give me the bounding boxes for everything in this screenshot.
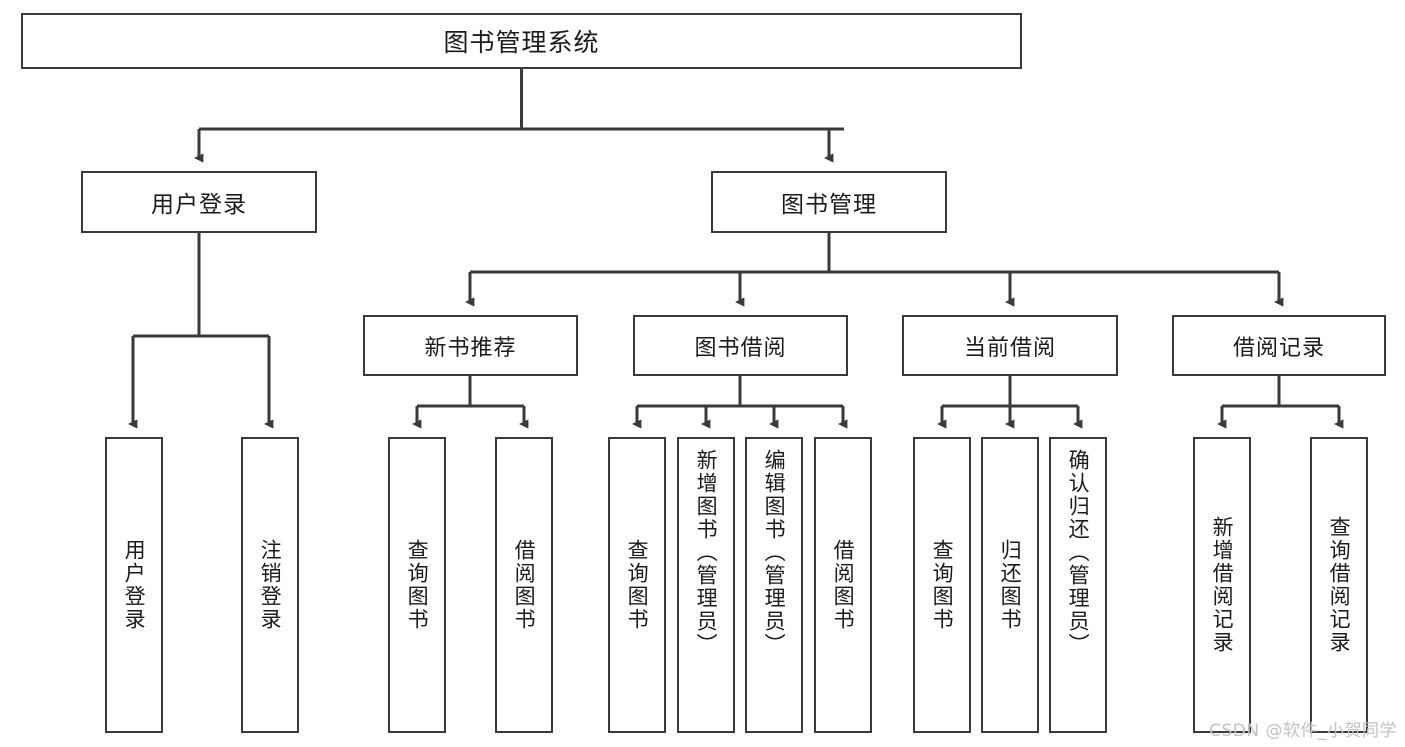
node-label: 查询图书	[930, 539, 955, 631]
leaf-recommend-borrow-book[interactable]: 借阅图书	[495, 437, 553, 733]
node-current-borrow[interactable]: 当前借阅	[902, 315, 1118, 376]
node-label: 图书借阅	[694, 335, 787, 361]
node-label: 图书管理系统	[443, 28, 600, 57]
node-label: 用户登录	[122, 539, 147, 631]
node-label: 当前借阅	[963, 335, 1056, 361]
leaf-current-query-book[interactable]: 查询图书	[913, 437, 971, 733]
node-root-book-management-system[interactable]: 图书管理系统	[21, 13, 1022, 69]
node-label: 编辑图书（管理员）	[762, 449, 787, 656]
leaf-borrow-add-book-admin[interactable]: 新增图书（管理员）	[677, 437, 735, 733]
node-label: 归还图书	[998, 539, 1023, 631]
node-user-login[interactable]: 用户登录	[81, 171, 317, 233]
node-label: 查询图书	[625, 539, 650, 631]
leaf-current-confirm-return-admin[interactable]: 确认归还（管理员）	[1049, 437, 1107, 733]
leaf-current-return-book[interactable]: 归还图书	[981, 437, 1039, 733]
node-book-borrow[interactable]: 图书借阅	[633, 315, 848, 376]
csdn-watermark: CSDN @软件_小贺同学	[1209, 721, 1397, 741]
node-label: 图书管理	[781, 192, 877, 218]
leaf-recommend-query-book[interactable]: 查询图书	[388, 437, 446, 733]
node-label: 借阅图书	[512, 539, 537, 631]
leaf-user-login[interactable]: 用户登录	[105, 437, 163, 733]
node-label: 借阅图书	[831, 539, 856, 631]
leaf-borrow-query-book[interactable]: 查询图书	[608, 437, 666, 733]
node-borrow-record[interactable]: 借阅记录	[1172, 315, 1386, 376]
leaf-record-query-borrow-record[interactable]: 查询借阅记录	[1310, 437, 1368, 733]
node-label: 查询借阅记录	[1327, 516, 1352, 654]
node-label: 新增借阅记录	[1210, 516, 1235, 654]
node-label: 确认归还（管理员）	[1066, 449, 1091, 656]
node-new-book-recommend[interactable]: 新书推荐	[363, 315, 578, 376]
node-label: 注销登录	[258, 539, 283, 631]
node-label: 新增图书（管理员）	[694, 449, 719, 656]
leaf-borrow-edit-book-admin[interactable]: 编辑图书（管理员）	[745, 437, 803, 733]
node-label: 用户登录	[151, 192, 247, 218]
node-label: 新书推荐	[424, 335, 517, 361]
node-label: 借阅记录	[1232, 335, 1325, 361]
leaf-user-logout[interactable]: 注销登录	[241, 437, 299, 733]
node-book-management[interactable]: 图书管理	[711, 171, 947, 233]
node-label: 查询图书	[405, 539, 430, 631]
leaf-borrow-borrow-book[interactable]: 借阅图书	[814, 437, 872, 733]
leaf-record-add-borrow-record[interactable]: 新增借阅记录	[1193, 437, 1251, 733]
